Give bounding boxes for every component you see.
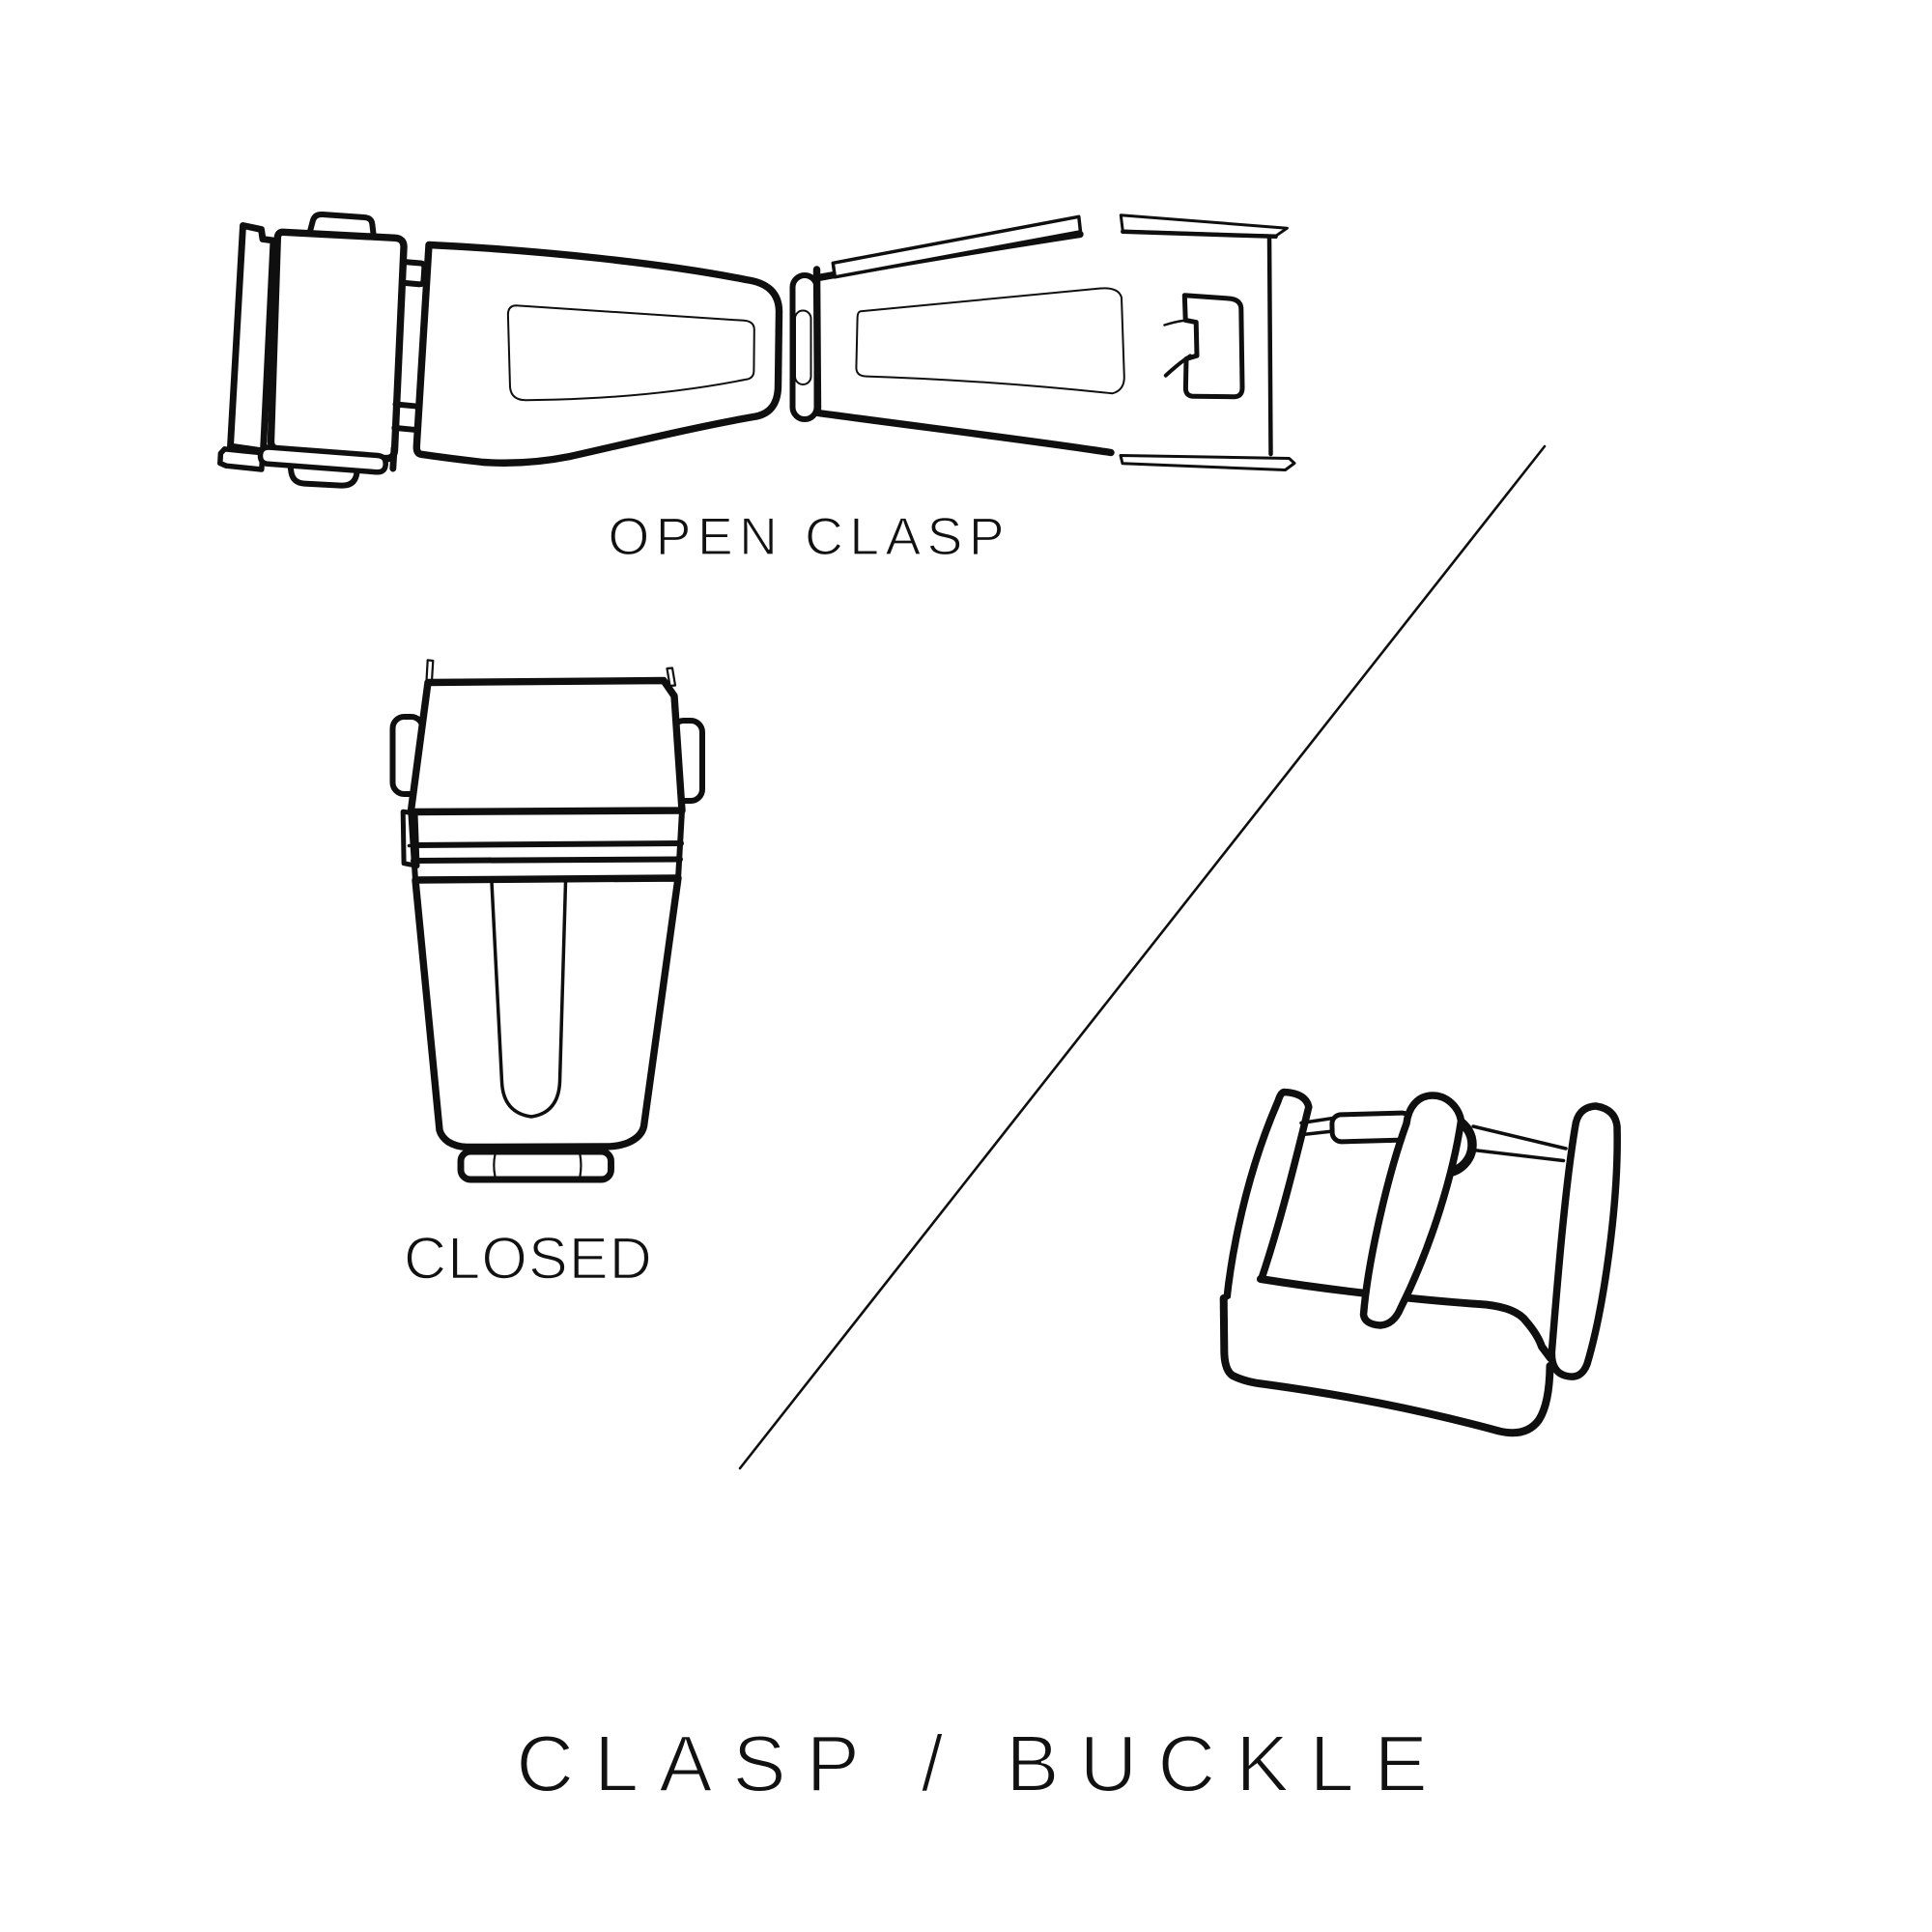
svg-text:OPEN CLASP: OPEN CLASP — [609, 506, 1011, 566]
svg-text:CLASP / BUCKLE: CLASP / BUCKLE — [516, 1719, 1448, 1808]
svg-text:CLOSED: CLOSED — [404, 1226, 653, 1292]
